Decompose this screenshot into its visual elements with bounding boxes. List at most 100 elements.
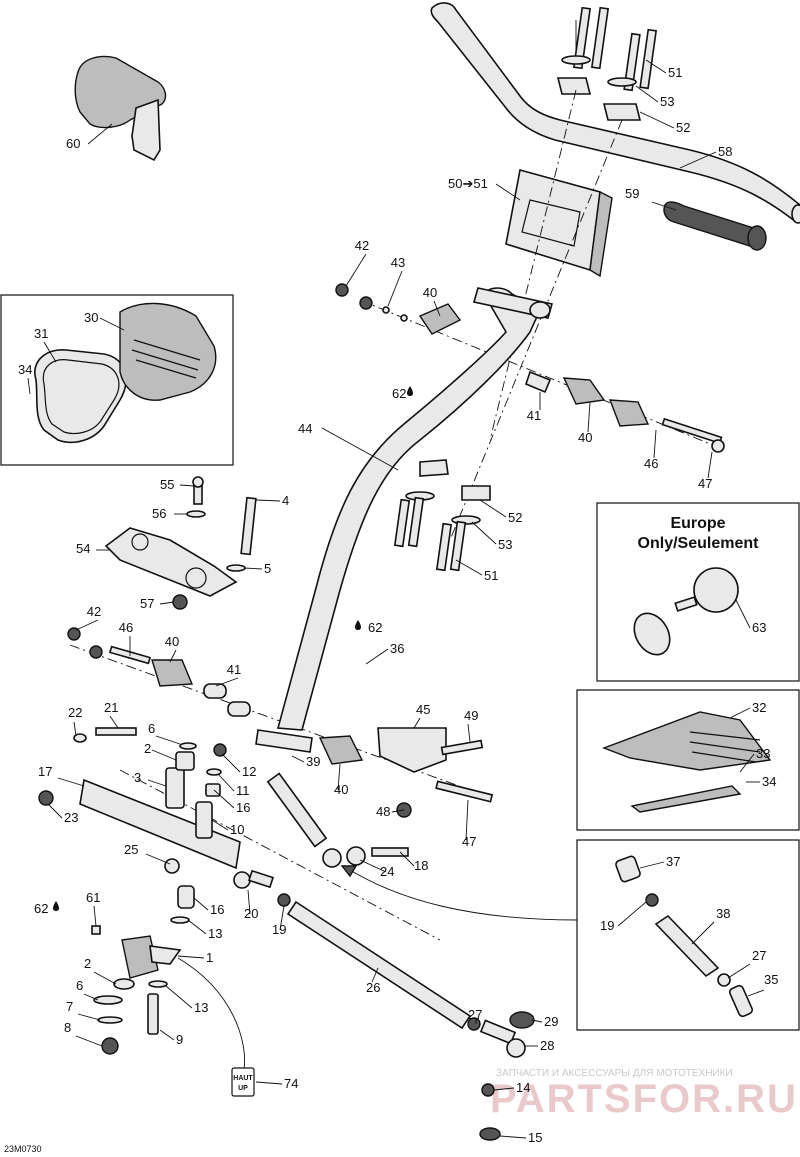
lower-steering-post: [91, 885, 195, 1055]
mounting-bracket: [104, 476, 257, 610]
callout-42: 42: [355, 238, 369, 253]
callout-28: 28: [540, 1038, 554, 1053]
callout-58: 58: [718, 144, 732, 159]
callout-15: 15: [528, 1130, 542, 1145]
inset-tie-rod: [576, 839, 800, 1031]
callout-32: 32: [752, 700, 766, 715]
callout-31: 31: [34, 326, 48, 341]
callout-47: 47: [462, 834, 476, 849]
callout-52: 52: [508, 510, 522, 525]
callout-42: 42: [87, 604, 101, 619]
leader-c23: [47, 803, 63, 819]
callout-14: 14: [516, 1080, 530, 1095]
callout-9: 9: [176, 1032, 183, 1047]
leader-c21: [109, 715, 119, 729]
leader-c47a: [707, 451, 713, 479]
leader-c27a: [727, 963, 751, 979]
leader-c53a: [635, 85, 659, 103]
leader-c32: [729, 707, 751, 719]
leader-c60: [87, 123, 113, 145]
callout-53: 53: [498, 537, 512, 552]
leader-c1: [177, 955, 205, 959]
callout-17: 17: [38, 764, 52, 779]
leader-c52a: [639, 111, 675, 129]
leader-c6b: [83, 993, 99, 1001]
leader-c55: [179, 484, 195, 487]
leader-c9: [159, 1029, 175, 1041]
callout-6: 6: [148, 721, 155, 736]
watermark: ЗАПЧАСТИ И АКСЕССУАРЫ ДЛЯ МОТОТЕХНИКИ PA…: [490, 1068, 798, 1121]
leader-c40c: [169, 649, 177, 663]
callout-55: 55: [160, 477, 174, 492]
leader-c16a: [213, 789, 235, 809]
callout-61: 61: [86, 890, 100, 905]
callout-39: 39: [306, 754, 320, 769]
callout-12: 12: [242, 764, 256, 779]
leader-c5: [243, 567, 263, 570]
callout-46: 46: [644, 456, 658, 471]
lower-frame-bracket: [38, 727, 241, 874]
leader-c17: [57, 777, 85, 787]
europe-box-line1: Europe: [670, 515, 725, 532]
callout-50-51: 50➔51: [448, 176, 488, 191]
grip: [663, 201, 767, 251]
callout-22: 22: [68, 705, 82, 720]
leader-c51a: [645, 59, 667, 74]
callout-37: 37: [666, 854, 680, 869]
callout-51: 51: [668, 65, 682, 80]
callout-51: 51: [484, 568, 498, 583]
leader-c10: [211, 819, 229, 831]
callout-4: 4: [282, 493, 289, 508]
center-pivot: [266, 727, 494, 868]
callout-48: 48: [376, 804, 390, 819]
leader-c35: [747, 989, 765, 997]
leader-c4: [255, 499, 281, 502]
callout-1: 1: [206, 950, 213, 965]
callout-16: 16: [236, 800, 250, 815]
leader-lines: [27, 59, 765, 1139]
callout-57: 57: [140, 596, 154, 611]
leader-c29: [531, 1019, 543, 1023]
handlebar: [430, 2, 800, 224]
callout-41: 41: [227, 662, 241, 677]
leader-c13b: [165, 985, 193, 1009]
leader-c40b: [587, 401, 591, 433]
leader-c8: [75, 1035, 103, 1047]
callout-35: 35: [764, 972, 778, 987]
leader-c11: [217, 773, 235, 792]
callout-34: 34: [762, 774, 776, 789]
leader-c24: [359, 859, 387, 873]
leader-c25: [145, 853, 171, 865]
leader-c41b: [215, 677, 239, 687]
callout-47: 47: [698, 476, 712, 491]
callout-27: 27: [468, 1007, 482, 1022]
callout-19: 19: [600, 918, 614, 933]
leader-c58: [679, 151, 717, 169]
cover: [74, 55, 167, 162]
leader-c15: [499, 1135, 527, 1139]
leader-c5051: [495, 183, 521, 201]
callout-27: 27: [752, 948, 766, 963]
callout-30: 30: [84, 310, 98, 325]
callout-20: 20: [244, 906, 258, 921]
callout-63: 63: [752, 620, 766, 635]
callout-53: 53: [660, 94, 674, 109]
watermark-line2: PARTSFOR.RU: [490, 1077, 798, 1121]
leader-c42b: [75, 619, 99, 631]
callout-45: 45: [416, 702, 430, 717]
oil-drop-icon: [53, 901, 59, 911]
leader-c52b: [479, 499, 507, 518]
callout-38: 38: [716, 906, 730, 921]
badge-line1: HAUT: [233, 1075, 253, 1082]
callout-49: 49: [464, 708, 478, 723]
europe-box-line2: Only/Seulement: [638, 535, 760, 552]
leader-c47b: [465, 799, 469, 841]
callout-34: 34: [18, 362, 32, 377]
diagram-code: 23M0730: [4, 1144, 42, 1154]
leader-c59: [651, 201, 677, 211]
leader-c36: [365, 648, 389, 665]
callout-44: 44: [298, 421, 312, 436]
callout-23: 23: [64, 810, 78, 825]
callout-16: 16: [210, 902, 224, 917]
